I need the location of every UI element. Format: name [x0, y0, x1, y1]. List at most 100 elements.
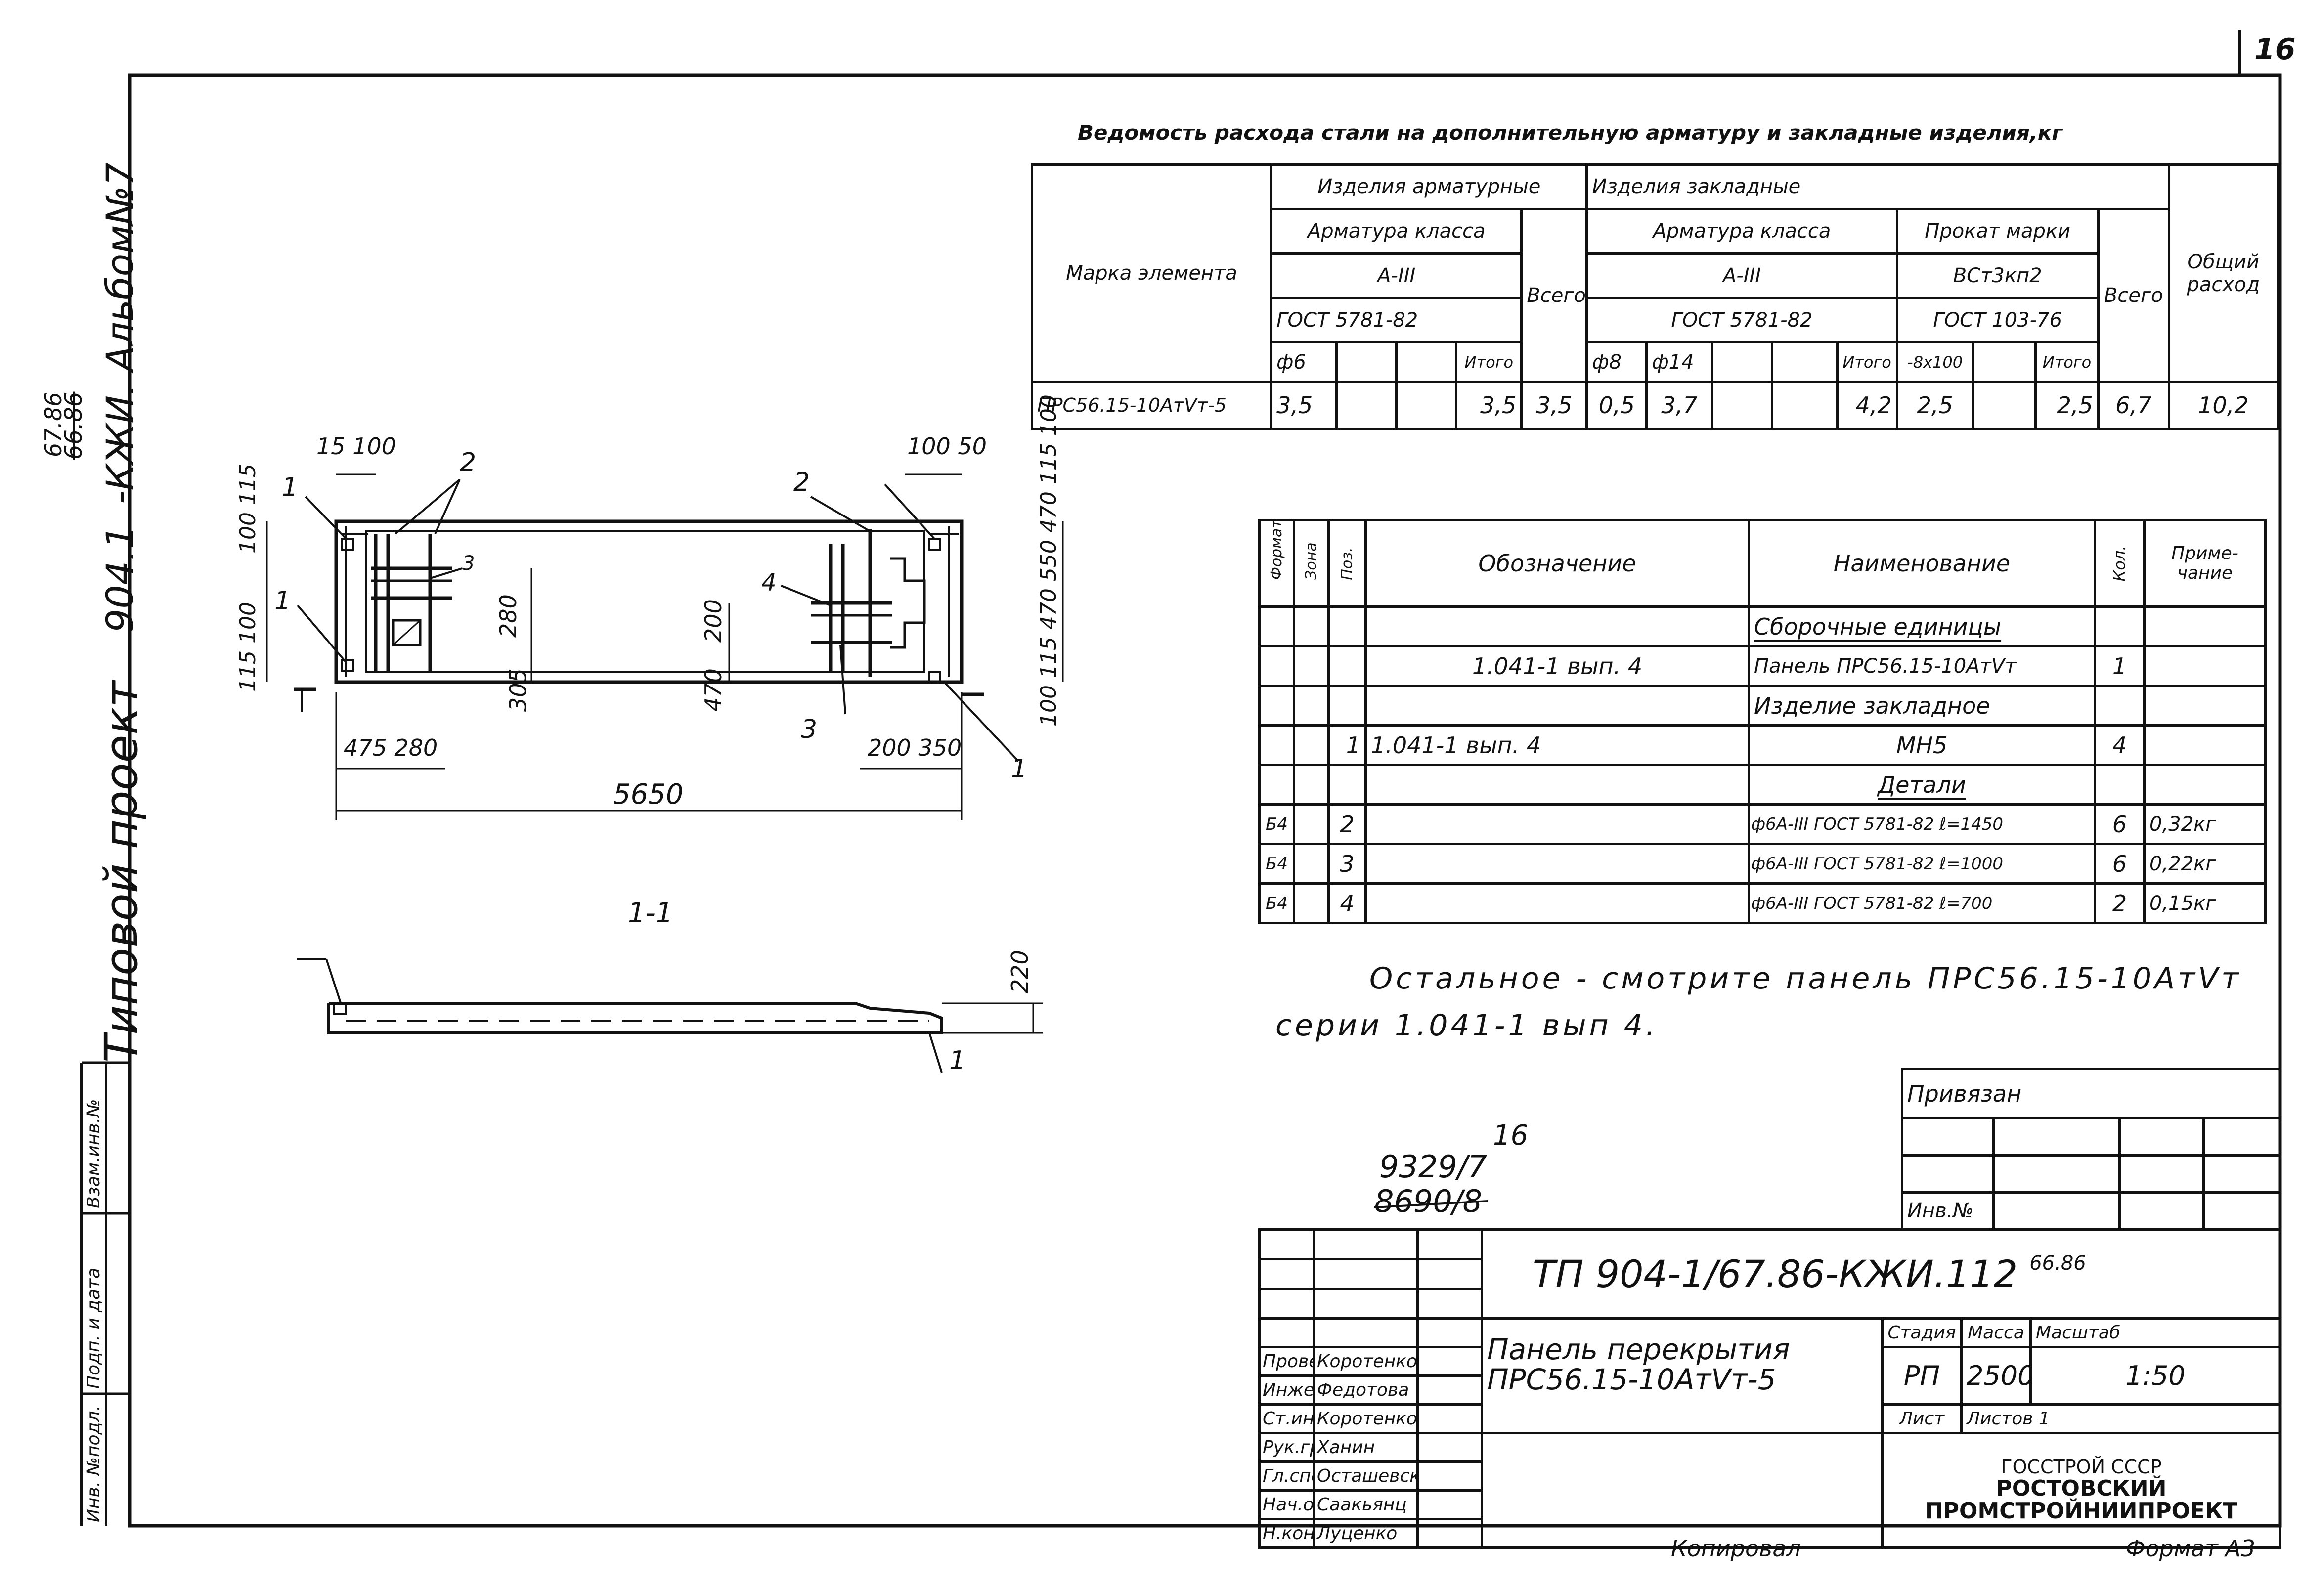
doc-code-correction: 66.86 [2029, 1252, 2086, 1275]
dim-280: 280 [495, 594, 522, 638]
col-itogo-3: Итого [2034, 341, 2100, 383]
h-mass: Масса [1960, 1317, 2032, 1348]
dim-left-top: 100 115 [235, 464, 261, 554]
signature-row: Ст.инж.Коротенко Лист Листов 1 [1258, 1403, 2282, 1434]
signature-row: Нач.отд.Саакьянц [1258, 1489, 2280, 1520]
spec-name: Изделие закладное [1748, 685, 2096, 727]
copied-label: Копировал [1671, 1535, 1801, 1562]
cell-vsego1: 3,5 [1520, 381, 1588, 430]
col-grand-total: Общий расход [2167, 163, 2280, 383]
col-gost-b: ГОСТ 5781-82 [1585, 297, 1898, 343]
organization: ГОССТРОЙ СССР РОСТОВСКИЙ ПРОМСТРОЙНИИПРО… [1881, 1432, 2282, 1549]
dim-bottom-left: 475 280 [344, 734, 438, 761]
spec-name: ф6А-III ГОСТ 5781-82 ℓ=1000 [1748, 843, 2096, 885]
inv-label: Инв.№ [1901, 1191, 1995, 1231]
sheet-number: 16 [2254, 32, 2296, 67]
cell-d8: 0,5 [1585, 381, 1648, 430]
col-d14: ф14 [1645, 341, 1713, 383]
signature-row: Провер.Коротенко РП 2500 1:50 [1258, 1346, 2282, 1406]
signature-row: Н.контр.Луценко [1258, 1518, 2280, 1549]
spec-name: Сборочные единицы [1748, 605, 2096, 647]
col-strip: -8х100 [1895, 341, 1974, 383]
album-label: -КЖИ. Альбом№7 [98, 162, 142, 504]
callout-3-bottom: 3 [801, 715, 818, 744]
cell-d14: 3,7 [1645, 381, 1713, 430]
dim-470: 470 [700, 668, 727, 712]
inventory-sup: 16 [1493, 1119, 1529, 1152]
signature-row: Рук.гр.Ханин ГОССТРОЙ СССР РОСТОВСКИЙ ПР… [1258, 1432, 2282, 1549]
callout-4: 4 [761, 569, 777, 597]
callout-1-left: 1 [274, 586, 291, 616]
spec-designation: 1.041-1 вып. 4 [1364, 645, 1750, 687]
scale-value: 1:50 [2029, 1346, 2282, 1406]
note-line-1: Остальное - смотрите панель ПРС56.15-10А… [1369, 961, 2242, 996]
stamp-inv: Инв. №подл. [84, 1405, 104, 1522]
h-scale: Масштаб [2029, 1317, 2282, 1348]
project-type-label: Типовой проект [95, 681, 148, 1063]
col-rolled: Прокат марки [1895, 208, 2100, 255]
dim-bottom-right: 200 350 [868, 734, 962, 761]
col-gost-c: ГОСТ 103-76 [1895, 297, 2100, 343]
cell-d6: 3,5 [1270, 381, 1338, 430]
spec-row: Сборочные единицы [1258, 605, 2267, 647]
dim-left-bottom: 115 100 [235, 602, 261, 692]
col-note: Приме-чание [2143, 519, 2267, 608]
spec-name: Детали [1748, 764, 2096, 806]
stage-value: РП [1881, 1346, 1963, 1406]
title-block: ТП 904-1/67.86-КЖИ.112 66.86 Панель пере… [1258, 1228, 2282, 1549]
project-number: 904.1 [98, 525, 142, 633]
spec-name: Панель ПРС56.15-10АтVт [1748, 645, 2096, 687]
stamp-replace: Взам.инв.№ [84, 1099, 104, 1208]
col-d6: ф6 [1270, 341, 1338, 383]
dim-overall: 5650 [613, 778, 684, 811]
tied-label: Привязан [1900, 1068, 2282, 1119]
callout-3-left: 3 [462, 552, 475, 575]
signature-row: Инжен.Федотова [1258, 1374, 2280, 1406]
col-reinf-items: Изделия арматурные [1270, 163, 1588, 210]
col-vst: ВСт3кп2 [1895, 252, 2100, 299]
col-a3b: А-III [1585, 252, 1898, 299]
callout-1-top: 1 [282, 472, 299, 502]
col-total-reinf: Всего [1520, 208, 1588, 383]
note-line-2: серии 1.041-1 вып 4. [1275, 1008, 1658, 1043]
spec-row: Детали [1258, 764, 2267, 806]
col-qty: Кол. [2094, 519, 2146, 608]
col-total-embed: Всего [2097, 208, 2170, 383]
col-itogo-2: Итого [1836, 341, 1898, 383]
h-sheets: Листов 1 [1960, 1403, 2282, 1434]
col-embed-class: Арматура класса [1585, 208, 1898, 255]
section-label: 1-1 [628, 897, 673, 929]
cell-vsego2: 6,7 [2097, 381, 2170, 430]
dim-top-right: 100 50 [907, 433, 987, 460]
cell-grand: 10,2 [2167, 381, 2280, 430]
cell-itogo2: 4,2 [1836, 381, 1898, 430]
dim-305: 305 [505, 668, 531, 712]
dim-200: 200 [700, 599, 727, 643]
inventory-number-struck: 8690/8 [1374, 1183, 1483, 1219]
spec-name: ф6А-III ГОСТ 5781-82 ℓ=700 [1748, 882, 2096, 924]
spec-designation: 1.041-1 вып. 4 [1364, 724, 1750, 766]
stamp-sign: Подп. и дата [84, 1267, 104, 1389]
col-element-mark: Марка элемента [1030, 163, 1273, 383]
spec-name: МН5 [1748, 724, 2096, 766]
col-name: Наименование [1748, 519, 2096, 608]
section-callout: 1 [949, 1046, 966, 1075]
cell-strip: 2,5 [1895, 381, 1974, 430]
col-reinf-class: Арматура класса [1270, 208, 1523, 255]
album-number-new: 67.86 [40, 392, 67, 457]
col-embed-items: Изделия закладные [1585, 163, 2170, 210]
mass-value: 2500 [1960, 1346, 2032, 1406]
dims-right: 100 115 470 550 470 115 100 [1036, 394, 1061, 727]
col-format: Формат [1258, 519, 1295, 608]
col-d8: ф8 [1585, 341, 1648, 383]
tied-stamp: Привязан Инв.№ [1900, 1068, 2282, 1231]
spec-name: ф6А-III ГОСТ 5781-82 ℓ=1450 [1748, 803, 2096, 845]
callout-1-right: 1 [1011, 754, 1028, 784]
spec-table: Формат Зона Поз. Обозначение Наименовани… [1258, 519, 2267, 924]
